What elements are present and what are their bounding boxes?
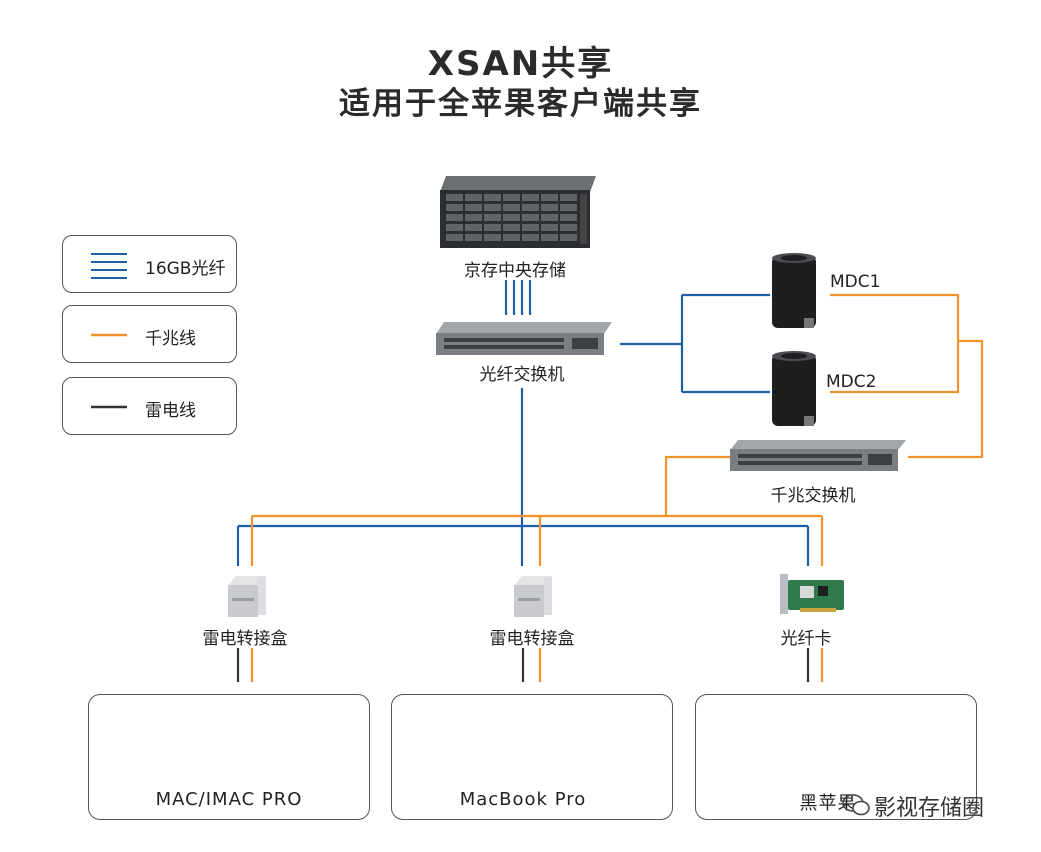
mdc2-mac-pro-icon bbox=[772, 351, 816, 426]
thunderbolt-adapter-left-icon bbox=[228, 576, 266, 617]
wechat-icon bbox=[842, 794, 870, 816]
storage-chassis-icon bbox=[440, 176, 596, 248]
storage-to-fiber-switch-link bbox=[504, 280, 532, 315]
client-box-hackintosh bbox=[695, 694, 977, 820]
watermark-text: 影视存储圈 bbox=[874, 796, 985, 821]
gigabit-client-link bbox=[250, 648, 824, 682]
fiber-switch-to-mdc-link bbox=[620, 293, 770, 394]
gigabit-switch-drop-link bbox=[664, 455, 732, 516]
fiber-card-label: 光纤卡 bbox=[780, 629, 832, 649]
adapter-left-label: 雷电转接盒 bbox=[202, 629, 288, 649]
client-label-mac: MAC/IMAC PRO bbox=[155, 789, 303, 810]
mdc2-label: MDC2 bbox=[826, 372, 877, 392]
fiber-line-icon bbox=[91, 253, 127, 279]
legend-item-fiber: 16GB光纤 bbox=[62, 235, 237, 293]
legend-item-thunderbolt: 雷电线 bbox=[62, 377, 237, 435]
gigabit-bus-link bbox=[250, 514, 824, 566]
fiber-switch-label: 光纤交换机 bbox=[479, 365, 565, 385]
mdc-to-gigabit-switch-link bbox=[830, 293, 984, 459]
diagram-title: XSAN共享 bbox=[427, 44, 614, 84]
mdc1-label: MDC1 bbox=[830, 272, 881, 292]
central-storage-label: 京存中央存储 bbox=[464, 261, 566, 281]
legend-item-gigabit: 千兆线 bbox=[62, 305, 237, 363]
fiber-bus-link bbox=[236, 524, 810, 566]
legend-label-fiber: 16GB光纤 bbox=[145, 259, 226, 279]
gigabit-switch-label: 千兆交换机 bbox=[770, 486, 856, 506]
thunderbolt-links bbox=[236, 648, 810, 682]
client-label-macbook: MacBook Pro bbox=[459, 789, 587, 810]
thunderbolt-client-link bbox=[236, 648, 810, 682]
legend-label-thunderbolt: 雷电线 bbox=[145, 401, 196, 421]
adapter-middle-label: 雷电转接盒 bbox=[489, 629, 575, 649]
client-label-hackintosh: 黑苹果 bbox=[799, 793, 857, 814]
fiber-links bbox=[236, 280, 810, 566]
client-box-macbook bbox=[391, 694, 673, 820]
thunderbolt-adapter-middle-icon bbox=[514, 576, 552, 617]
diagram-subtitle: 适用于全苹果客户端共享 bbox=[339, 86, 702, 122]
mdc1-mac-pro-icon bbox=[772, 253, 816, 328]
gigabit-links bbox=[250, 293, 984, 682]
gigabit-line-icon bbox=[91, 333, 127, 337]
thunderbolt-line-icon bbox=[91, 405, 127, 409]
fiber-switch-icon bbox=[436, 322, 612, 355]
legend-label-gigabit: 千兆线 bbox=[145, 329, 196, 349]
fiber-card-icon bbox=[780, 574, 844, 614]
gigabit-switch-icon bbox=[730, 440, 906, 471]
client-box-mac bbox=[88, 694, 370, 820]
